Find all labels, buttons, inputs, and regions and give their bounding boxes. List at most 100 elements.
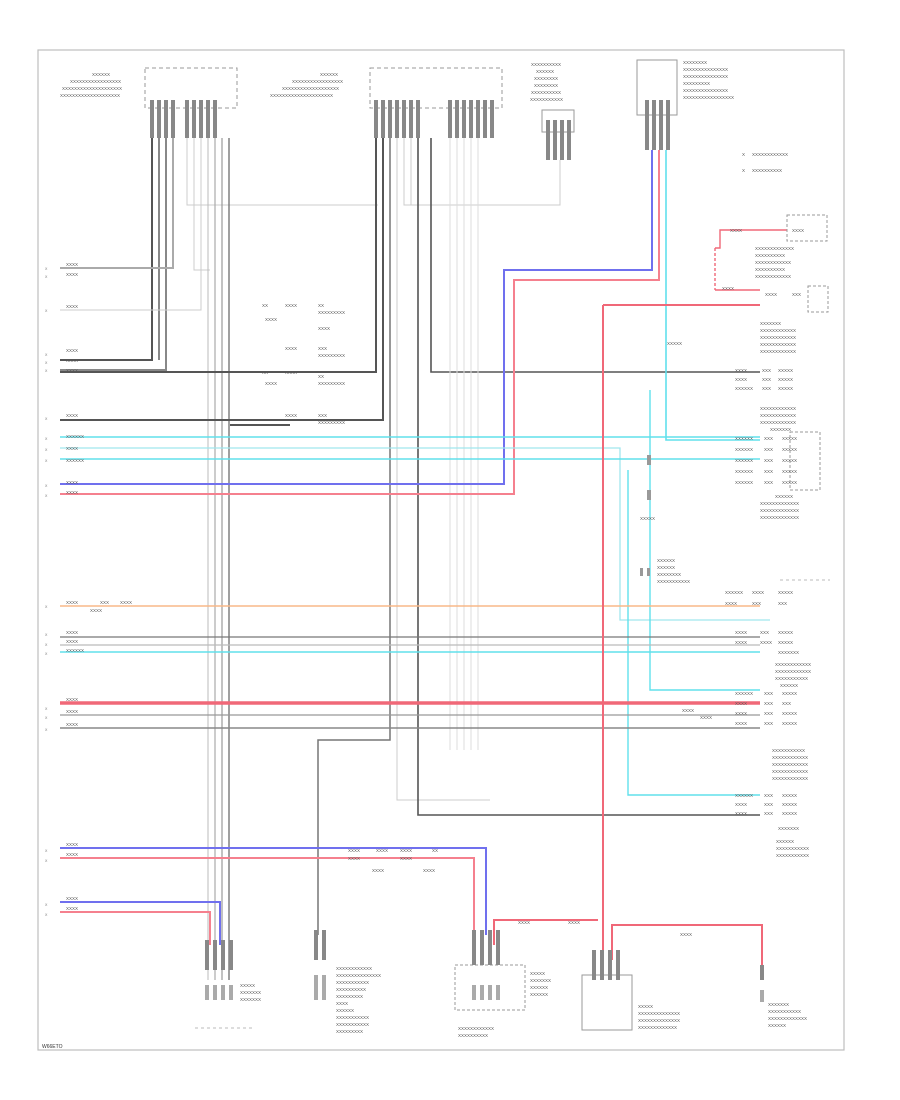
svg-text:XXXXXXXX: XXXXXXXX [683, 60, 707, 65]
svg-text:XXXXXXXXXXXX: XXXXXXXXXXXX [760, 406, 796, 411]
svg-text:XXXXXXX: XXXXXXX [530, 978, 551, 983]
svg-text:XXXXXXXXXXX: XXXXXXXXXXX [775, 676, 808, 681]
svg-text:XXXXXXXXX: XXXXXXXXX [318, 310, 345, 315]
svg-text:XXXXXXXXXXXX: XXXXXXXXXXXX [772, 755, 808, 760]
svg-text:XXXX: XXXX [66, 842, 78, 847]
svg-text:XXX: XXX [764, 436, 773, 441]
svg-text:XXXXXX: XXXXXX [735, 691, 753, 696]
svg-text:XXXX: XXXX [66, 639, 78, 644]
svg-text:X: X [45, 417, 48, 421]
svg-text:XXXXXXX: XXXXXXX [770, 427, 791, 432]
svg-text:X: X [45, 353, 48, 357]
svg-text:XXX: XXX [764, 711, 773, 716]
svg-text:XXXXXXXXX: XXXXXXXXX [318, 381, 345, 386]
svg-text:XXXXXX: XXXXXX [536, 69, 554, 74]
svg-text:XXXXX: XXXXX [782, 721, 797, 726]
svg-text:X: X [45, 716, 48, 720]
svg-text:XXXXX: XXXXX [782, 793, 797, 798]
svg-text:XXXXXXXXX: XXXXXXXXX [318, 420, 345, 425]
svg-text:XXX: XXX [764, 458, 773, 463]
svg-text:XXXXXXXXXXXXXXXXXXX: XXXXXXXXXXXXXXXXXXX [282, 86, 339, 91]
svg-text:XXXXXXXXXXXXX: XXXXXXXXXXXXX [760, 515, 799, 520]
svg-text:XXXX: XXXX [735, 640, 747, 645]
svg-text:XXXXXXXXXXXXXX: XXXXXXXXXXXXXX [638, 1011, 680, 1016]
svg-text:XXXXX: XXXXX [782, 436, 797, 441]
svg-text:XXXXXXXXXX: XXXXXXXXXX [755, 253, 785, 258]
svg-text:XXX: XXX [760, 630, 769, 635]
svg-text:XXXX: XXXX [285, 303, 297, 308]
svg-text:XXXXXXXXXXXX: XXXXXXXXXXXX [775, 662, 811, 667]
svg-text:XXXXXX: XXXXXX [657, 565, 675, 570]
svg-text:XXXX: XXXX [66, 358, 78, 363]
svg-text:XXXX: XXXX [400, 848, 412, 853]
svg-text:XXX: XXX [752, 601, 761, 606]
svg-text:XXXXXXXXXXXXXXXXX: XXXXXXXXXXXXXXXXX [683, 95, 734, 100]
svg-text:XXXX: XXXX [66, 304, 78, 309]
svg-text:XXXXXXX: XXXXXXX [768, 1002, 789, 1007]
svg-text:XXXXXXX: XXXXXXX [778, 650, 799, 655]
svg-text:XXXXX: XXXXX [778, 386, 793, 391]
svg-text:XXX: XXX [762, 368, 771, 373]
svg-text:XXXXXXXXXX: XXXXXXXXXX [458, 1033, 488, 1038]
svg-text:XXXXXXXXXXX: XXXXXXXXXXX [657, 579, 690, 584]
svg-text:XXXXXXXXX: XXXXXXXXX [683, 81, 710, 86]
svg-text:XXXX: XXXX [348, 856, 360, 861]
svg-text:XXXXXXXXXXXX: XXXXXXXXXXXX [760, 420, 796, 425]
bottom-connector-5: XXXXXXXXXXXXXXXXXX XXXXXXXXXXXXXXXXXXX [760, 965, 807, 1028]
svg-text:XXXX: XXXX [66, 413, 78, 418]
svg-text:XX: XX [432, 848, 438, 853]
svg-text:XXXXXXXXXXXX: XXXXXXXXXXXX [755, 274, 791, 279]
svg-text:XXX: XXX [764, 793, 773, 798]
svg-text:XXXX: XXXX [265, 317, 277, 322]
svg-text:XXXXXXXXXXX: XXXXXXXXXXX [776, 853, 809, 858]
svg-text:XXXX: XXXX [66, 262, 78, 267]
colored-wires [60, 150, 790, 975]
svg-text:XXXX: XXXX [66, 368, 78, 373]
svg-text:XXXXXXXXXXXX: XXXXXXXXXXXX [760, 328, 796, 333]
svg-text:XXXXX: XXXXX [782, 447, 797, 452]
svg-text:XXXXXXXXXXXX: XXXXXXXXXXXX [755, 260, 791, 265]
svg-text:XXXXXXXXXXXXXXX: XXXXXXXXXXXXXXX [336, 973, 381, 978]
svg-text:XX: XX [262, 370, 268, 375]
svg-text:XXXXXX: XXXXXX [776, 839, 794, 844]
svg-text:XXXXXXXX: XXXXXXXX [534, 83, 558, 88]
svg-text:XXXXXXXXX: XXXXXXXXX [336, 994, 363, 999]
svg-text:X: X [45, 361, 48, 365]
svg-text:XXXX: XXXX [66, 480, 78, 485]
svg-text:XXXXXX: XXXXXX [725, 590, 743, 595]
svg-text:XXXXXXXXXXXXXXXXXXXX: XXXXXXXXXXXXXXXXXXXX [60, 93, 120, 98]
svg-text:XXXX: XXXX [735, 721, 747, 726]
svg-text:XXXX: XXXX [66, 630, 78, 635]
svg-text:XXX: XXX [318, 346, 327, 351]
svg-text:X: X [45, 849, 48, 853]
svg-text:XXXXXXXXXX: XXXXXXXXXX [531, 90, 561, 95]
svg-text:X: X [45, 369, 48, 373]
svg-text:XXXXXX: XXXXXX [735, 447, 753, 452]
svg-text:XXXXXXXXXXX: XXXXXXXXXXX [530, 97, 563, 102]
figure-id: W66ETO [42, 1044, 63, 1050]
svg-text:XXXX: XXXX [66, 896, 78, 901]
svg-text:XXX: XXX [764, 691, 773, 696]
svg-text:X: X [45, 484, 48, 488]
svg-text:XX: XX [262, 303, 268, 308]
svg-text:XXXX: XXXX [400, 856, 412, 861]
svg-text:XXXX: XXXX [376, 848, 388, 853]
svg-text:X: X [45, 903, 48, 907]
svg-text:XXXX: XXXX [285, 346, 297, 351]
svg-text:XXXXXXXXXXXXXXX: XXXXXXXXXXXXXXX [683, 74, 728, 79]
svg-text:XXXX: XXXX [792, 228, 804, 233]
svg-text:XXXXXX: XXXXXX [735, 458, 753, 463]
svg-text:XXXX: XXXX [765, 292, 777, 297]
svg-text:XXXX: XXXX [66, 490, 78, 495]
svg-text:XXXX: XXXX [66, 722, 78, 727]
svg-text:XXXXXXXXXXXX: XXXXXXXXXXXX [760, 413, 796, 418]
svg-text:XXXX: XXXX [423, 868, 435, 873]
svg-text:XXXXXXXXXXX: XXXXXXXXXXX [336, 1022, 369, 1027]
svg-text:XXX: XXX [792, 292, 801, 297]
svg-text:XXXX: XXXX [752, 590, 764, 595]
